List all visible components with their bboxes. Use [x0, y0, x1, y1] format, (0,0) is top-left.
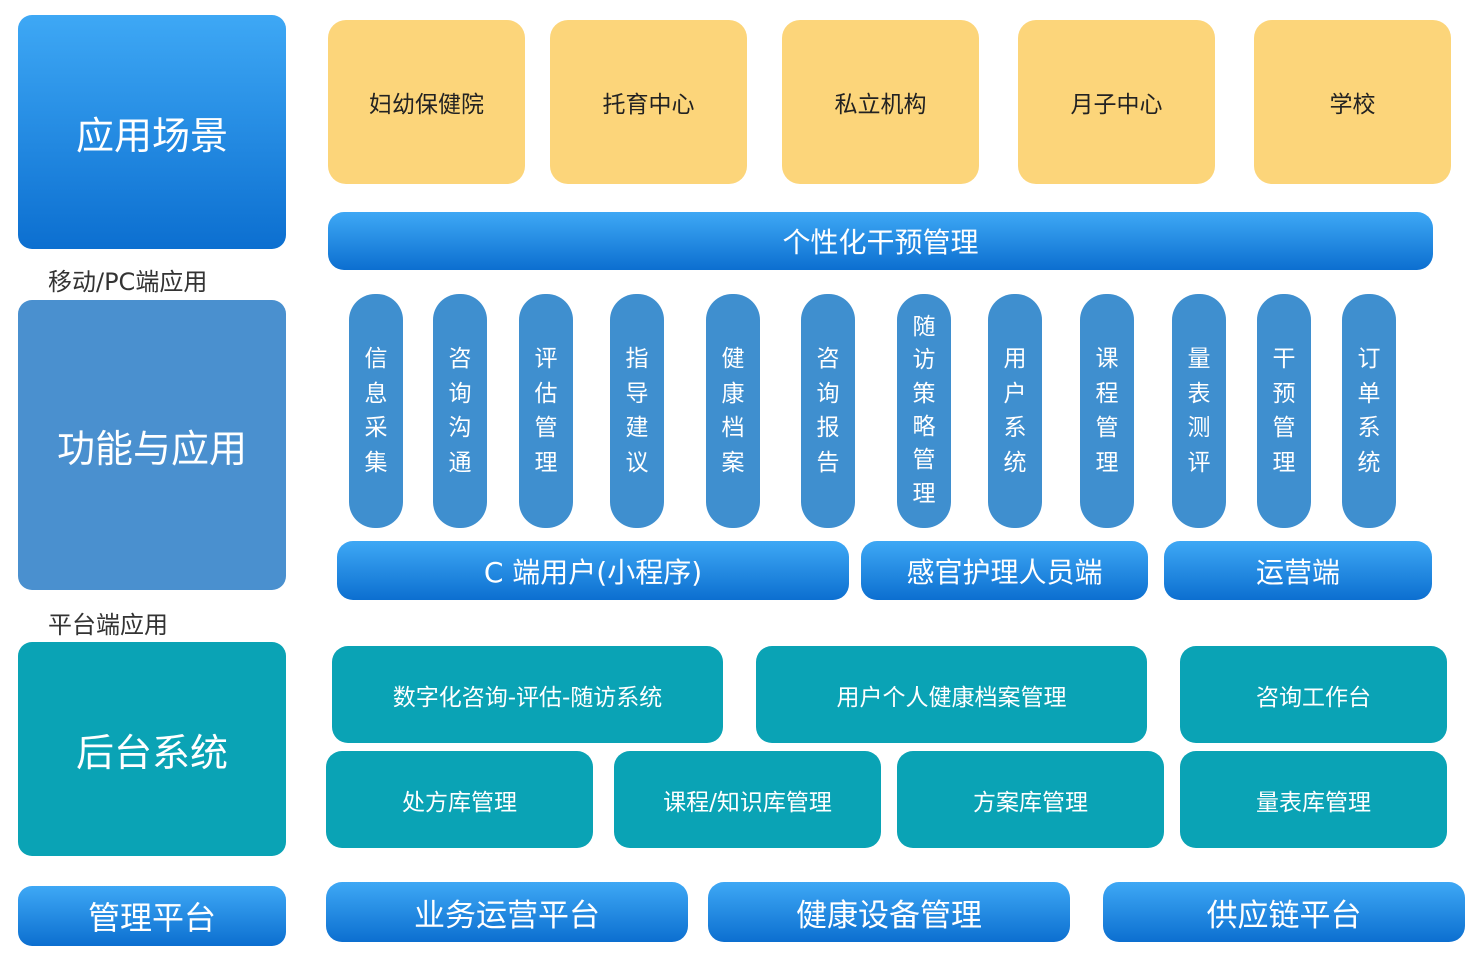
backend-box: 数字化咨询-评估-随访系统: [332, 646, 723, 743]
scenes-label: 应用场景: [18, 15, 286, 249]
c-user-endpoint-bar: C 端用户(小程序): [337, 541, 849, 600]
function-pill: 咨询报告: [801, 294, 855, 528]
function-pill: 信息采集: [349, 294, 403, 528]
scene-box: 托育中心: [550, 20, 747, 184]
management-bar: 业务运营平台: [326, 882, 688, 942]
function-pill: 指导建议: [610, 294, 664, 528]
mobile-caption: 移动/PC端应用: [48, 268, 208, 296]
backend-box: 处方库管理: [326, 751, 593, 848]
function-pill: 订单系统: [1342, 294, 1396, 528]
scene-box: 妇幼保健院: [328, 20, 525, 184]
scene-box: 学校: [1254, 20, 1451, 184]
backend-box: 用户个人健康档案管理: [756, 646, 1147, 743]
function-pill: 随访策略管理: [897, 294, 951, 528]
function-pill: 评估管理: [519, 294, 573, 528]
operations-endpoint-bar: 运营端: [1164, 541, 1432, 600]
function-pill: 健康档案: [706, 294, 760, 528]
function-pill: 干预管理: [1257, 294, 1311, 528]
function-pill: 量表测评: [1172, 294, 1226, 528]
management-bar: 健康设备管理: [708, 882, 1070, 942]
platform-caption: 平台端应用: [48, 611, 168, 639]
scene-box: 私立机构: [782, 20, 979, 184]
function-pill: 课程管理: [1080, 294, 1134, 528]
backend-box: 咨询工作台: [1180, 646, 1447, 743]
caregiver-endpoint-bar: 感官护理人员端: [861, 541, 1148, 600]
function-pill: 咨询沟通: [433, 294, 487, 528]
management-bar: 供应链平台: [1103, 882, 1465, 942]
functions-label: 功能与应用: [18, 300, 286, 590]
backend-box: 量表库管理: [1180, 751, 1447, 848]
backend-box: 课程/知识库管理: [614, 751, 881, 848]
function-pill: 用户系统: [988, 294, 1042, 528]
personalized-intervention-bar: 个性化干预管理: [328, 212, 1433, 270]
management-label: 管理平台: [18, 886, 286, 946]
backend-label: 后台系统: [18, 642, 286, 856]
backend-box: 方案库管理: [897, 751, 1164, 848]
scene-box: 月子中心: [1018, 20, 1215, 184]
